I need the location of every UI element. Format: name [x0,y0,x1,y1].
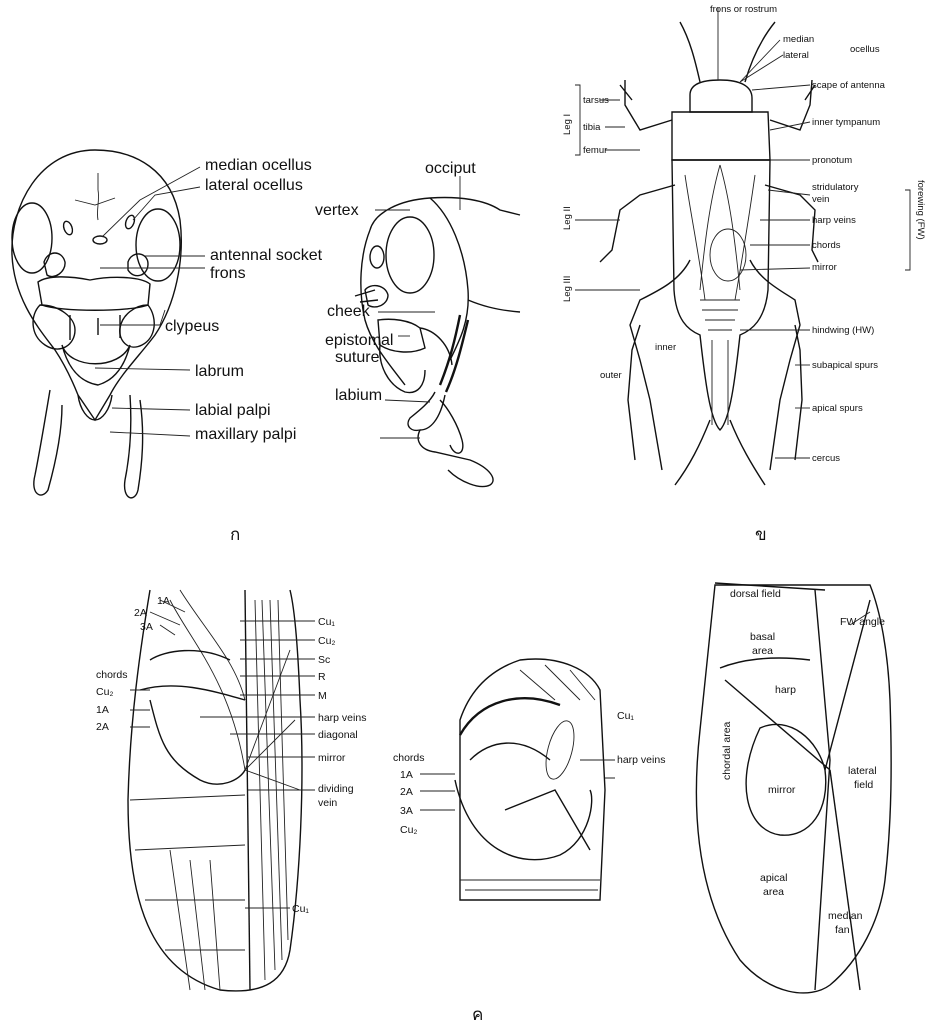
label-w2-chords: chords [393,752,425,764]
label-frons-rostrum: frons or rostrum [710,4,777,15]
cricket-leaders [575,8,910,458]
label-vertex: vertex [315,202,359,219]
label-outer: outer [600,370,622,381]
label-epistomal: epistomal [325,332,393,349]
label-labial-palpi: labial palpi [195,402,271,419]
label-w3-area: area [752,645,773,657]
label-cheek: cheek [327,303,371,320]
label-w1-dividing: dividing [318,783,354,795]
label-w3-mirror: mirror [768,784,796,796]
label-w1-cu2-left: Cu₂ [96,686,114,698]
label-w2-harp-veins: harp veins [617,754,665,766]
wing-middle [455,659,605,900]
panel-label-c: ค [472,1005,483,1025]
label-clypeus: clypeus [165,318,219,335]
label-w1-2a-left: 2A [96,721,109,733]
label-leg-3: Leg III [562,276,573,302]
label-w3-dorsal-field: dorsal field [730,588,781,600]
label-w3-lateral: lateral [848,765,877,777]
label-lateral: lateral [783,50,809,61]
label-w1-mirror: mirror [318,752,346,764]
label-harp-veins-b: harp veins [812,215,856,226]
label-w3-apical: apical [760,872,787,884]
label-w1-cu1-bottom: Cu₁ [292,903,309,915]
label-w1-m: M [318,690,327,702]
label-occiput: occiput [425,160,476,177]
label-w3-apical-area: area [763,886,784,898]
label-maxillary-palpi: maxillary palpi [195,426,296,443]
label-antennal-socket: antennal socket [210,247,323,264]
label-w1-diagonal: diagonal [318,729,358,741]
label-labrum: labrum [195,363,244,380]
label-pronotum: pronotum [812,155,852,166]
label-tibia: tibia [583,122,601,133]
label-lateral-ocellus: lateral ocellus [205,177,303,194]
wing-left [128,590,302,991]
label-w3-chordal-area: chordal area [721,721,733,780]
label-hindwing: hindwing (HW) [812,325,874,336]
label-vein: vein [812,194,829,205]
label-suture: suture [335,349,380,366]
wing-middle-leaders [420,760,615,810]
label-w1-1a: 1A [157,595,170,607]
label-forewing: forewing (FW) [915,180,926,240]
label-w1-3a: 3A [140,621,153,633]
head-side-leaders [375,176,460,438]
label-scape: scape of antenna [812,80,886,91]
label-w2-1a: 1A [400,769,413,781]
label-w2-3a: 3A [400,805,413,817]
label-ocellus: ocellus [850,44,880,55]
label-mirror-b: mirror [812,262,837,273]
label-inner-tympanum: inner tympanum [812,117,880,128]
cricket-dorsal-view [600,22,818,485]
head-front-view [12,150,181,498]
label-apical: apical spurs [812,403,863,414]
label-w2-cu2: Cu₂ [400,824,418,836]
label-w2-2a: 2A [400,786,413,798]
label-leg-1: Leg I [562,114,573,135]
label-median-ocellus: median ocellus [205,157,312,174]
label-w1-sc: Sc [318,654,330,666]
label-w1-cu2: Cu₂ [318,635,336,647]
label-chords-b: chords [812,240,841,251]
label-w1-chords: chords [96,669,128,681]
label-w1-1a-left: 1A [96,704,109,716]
label-femur: femur [583,145,607,156]
label-stridulatory: stridulatory [812,182,859,193]
label-w3-fan: fan [835,924,850,936]
label-w3-field: field [854,779,873,791]
label-labium: labium [335,387,382,404]
label-frons: frons [210,265,246,282]
panel-label-b: ข [755,525,767,545]
label-w3-harp: harp [775,684,796,696]
label-w1-2a: 2A [134,607,147,619]
label-inner: inner [655,342,676,353]
label-leg-2: Leg II [562,206,573,230]
label-w3-basal: basal [750,631,775,643]
label-cercus: cercus [812,453,840,464]
label-w2-cu1: Cu₁ [617,710,634,722]
label-tarsus: tarsus [583,95,609,106]
label-w1-r: R [318,671,326,683]
label-w1-vein: vein [318,797,337,809]
label-w3-median: median [828,910,863,922]
label-w1-cu1: Cu₁ [318,616,335,628]
label-subapical: subapical spurs [812,360,878,371]
label-w3-fw-angle: FW angle [840,616,885,628]
label-median: median [783,34,814,45]
wing-left-leaders [130,600,315,908]
panel-label-a: ก [230,525,240,545]
label-w1-harp-veins: harp veins [318,712,366,724]
